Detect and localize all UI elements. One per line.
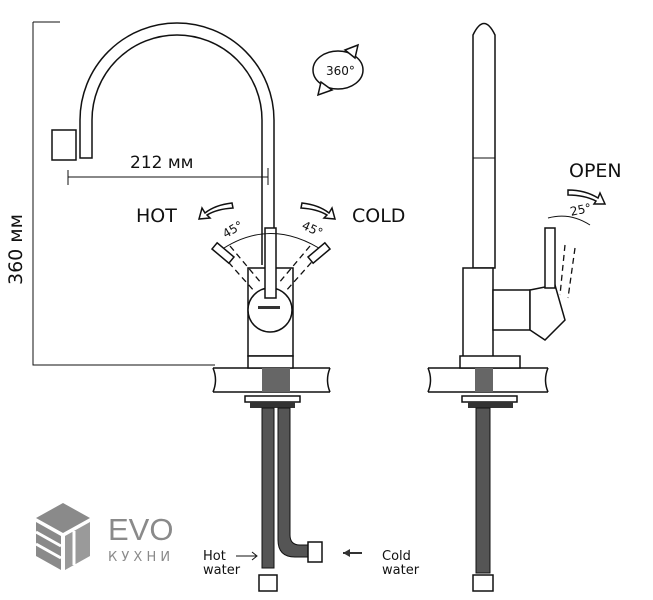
cold-angle-label: 45°	[300, 218, 325, 240]
evo-logo: EVO К У Х Н И	[35, 503, 173, 570]
height-dimension-line	[32, 21, 215, 366]
spout-tip	[51, 129, 77, 161]
rotation-360-icon: 360°	[312, 43, 364, 97]
swing-arc	[217, 233, 326, 253]
mount-nut	[250, 402, 295, 408]
cold-hose	[277, 407, 309, 558]
hot-water-label-1: Hot	[203, 549, 226, 564]
side-hose-nut	[472, 574, 494, 592]
side-spout	[472, 22, 496, 269]
cold-label: COLD	[352, 205, 405, 227]
side-base-plate	[459, 355, 521, 369]
base-plate	[247, 355, 294, 369]
dashed-lever-positions	[221, 245, 319, 293]
side-cartridge	[492, 289, 531, 331]
hot-label: HOT	[136, 205, 177, 227]
side-lever-base	[529, 284, 566, 341]
side-lever-open-position	[559, 244, 576, 299]
side-mount-nut	[468, 402, 513, 408]
cold-lever-position	[306, 241, 332, 265]
open-arc	[547, 215, 591, 226]
logo-brand: EVO	[108, 512, 173, 547]
hot-water-label-2: water	[203, 563, 241, 578]
svg-text:360°: 360°	[326, 64, 355, 78]
side-lever-handle	[544, 227, 556, 289]
hot-hose	[261, 407, 275, 569]
reach-label: 212 мм	[130, 153, 194, 173]
open-label: OPEN	[569, 160, 622, 182]
mount-washer	[244, 395, 301, 403]
open-angle-label: 25°	[569, 201, 593, 219]
mount-studs	[262, 368, 290, 392]
open-arrow-icon	[567, 189, 607, 205]
side-hose	[475, 407, 491, 574]
side-mount-studs	[475, 368, 493, 392]
cold-water-label-2: water	[382, 563, 420, 578]
side-mount-washer	[461, 395, 518, 403]
spout	[79, 22, 275, 265]
cold-arrow-icon	[300, 202, 337, 220]
hot-lever-position	[210, 241, 236, 265]
reach-dimension-line	[67, 168, 269, 185]
hot-angle-label: 45°	[220, 218, 245, 241]
cold-hose-nut	[307, 541, 323, 563]
lever-handle	[264, 227, 277, 299]
height-label: 360 мм	[5, 214, 27, 285]
side-body	[462, 267, 494, 359]
hot-hose-nut	[258, 574, 278, 592]
cold-water-label-1: Cold	[382, 549, 411, 564]
hot-water-arrow-icon	[236, 551, 258, 561]
hot-arrow-icon	[197, 202, 234, 220]
logo-sub: К У Х Н И	[108, 550, 170, 565]
brand-mark	[258, 306, 280, 309]
side-view: OPEN 25°	[427, 22, 622, 592]
